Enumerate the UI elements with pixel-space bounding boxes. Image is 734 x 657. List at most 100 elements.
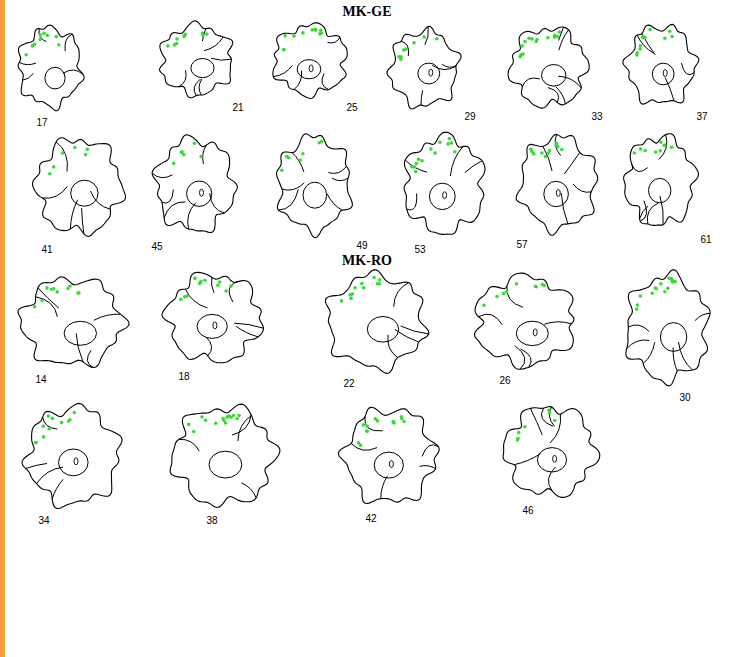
inner-structure: [303, 182, 327, 208]
inner-structure: [64, 321, 96, 345]
section-number: 18: [178, 372, 189, 382]
labelled-cell: [282, 48, 286, 52]
brain-outline: [22, 403, 122, 508]
sulcus-line: [273, 65, 292, 76]
labelled-cell: [351, 292, 355, 296]
labelled-cell: [643, 149, 647, 153]
labelled-cell: [172, 162, 176, 166]
labelled-cell: [547, 151, 551, 155]
animal-title: MK-GE: [343, 5, 392, 19]
sulcus-line: [558, 76, 581, 88]
section-number: 22: [343, 379, 354, 389]
brain-outline: [162, 272, 263, 362]
sulcus-line: [152, 173, 173, 178]
labelled-cell: [216, 283, 220, 287]
labelled-cell: [180, 151, 184, 155]
inner-structure: [418, 63, 440, 84]
labelled-cell: [450, 141, 454, 145]
labelled-cell: [359, 444, 363, 448]
brain-outline: [18, 277, 129, 368]
labelled-cell: [47, 427, 51, 431]
labelled-cell: [199, 280, 203, 284]
section-outline: [624, 134, 699, 226]
labelled-cell: [402, 420, 406, 424]
labelled-cell: [523, 425, 527, 429]
ventricle: [553, 455, 557, 462]
brain-outline: [18, 25, 84, 111]
section-outline: [387, 26, 461, 109]
labelled-cell: [214, 421, 218, 425]
labelled-cell: [376, 282, 380, 286]
labelled-cell: [448, 137, 452, 141]
labelled-cell: [420, 159, 424, 163]
labelled-cell: [422, 35, 426, 39]
labelled-cell: [314, 28, 318, 32]
brain-outline: [152, 135, 237, 233]
sulcus-line: [203, 145, 207, 164]
section-number: 46: [522, 506, 533, 516]
sulcus-line: [514, 454, 540, 465]
ventricle: [429, 69, 433, 76]
brain-outline: [508, 27, 589, 108]
sulcus-line: [65, 34, 72, 51]
sulcus-line: [232, 415, 251, 435]
labelled-cell: [301, 31, 305, 35]
labelled-cell: [232, 414, 236, 418]
labelled-cell: [670, 145, 674, 149]
brain-outline: [170, 404, 280, 507]
labelled-cell: [659, 141, 663, 145]
labelled-cell: [542, 284, 546, 288]
labelled-cell: [414, 170, 418, 174]
labelled-cell: [534, 285, 538, 289]
labelled-cell: [670, 35, 674, 39]
labelled-cell: [180, 150, 184, 154]
section-outline: [22, 403, 122, 508]
sulcus-line: [188, 203, 196, 229]
labelled-cell: [392, 420, 396, 424]
labelled-cell: [534, 40, 538, 44]
labelled-cell: [57, 43, 61, 47]
labelled-cell: [173, 43, 177, 47]
labelled-cell: [292, 34, 296, 38]
sulcus-line: [640, 206, 649, 219]
section-outline: [338, 407, 439, 503]
labelled-cell: [317, 141, 321, 145]
brain-outline: [475, 273, 574, 369]
labelled-cell: [639, 147, 643, 151]
sulcus-line: [659, 135, 667, 160]
inner-structure: [660, 323, 686, 352]
sulcus-line: [241, 483, 256, 498]
labelled-cell: [639, 294, 643, 298]
sulcus-line: [91, 191, 111, 209]
sulcus-line: [479, 314, 503, 325]
sulcus-line: [556, 87, 566, 104]
labelled-cell: [663, 37, 667, 41]
sulcus-line: [229, 282, 238, 303]
section-outline: [162, 272, 264, 362]
sulcus-line: [162, 190, 173, 204]
sulcus-line: [36, 297, 58, 317]
labelled-cell: [659, 282, 663, 286]
labelled-cell: [203, 279, 207, 283]
labelled-cell: [353, 286, 357, 290]
sulcus-line: [544, 322, 571, 324]
labelled-cell: [410, 165, 414, 169]
labelled-cell: [200, 415, 204, 419]
labelled-cell: [187, 423, 191, 427]
sulcus-line: [23, 73, 34, 80]
sulcus-line: [515, 346, 525, 370]
section-number: 41: [41, 245, 52, 255]
labelled-cell: [34, 441, 38, 445]
labelled-cell: [633, 151, 637, 155]
inner-structure: [367, 317, 398, 343]
ventricle: [389, 461, 393, 468]
section-outline: [170, 404, 280, 507]
labelled-cell: [184, 33, 188, 37]
sulcus-line: [39, 29, 46, 42]
sulcus-line: [199, 79, 202, 95]
labelled-cell: [285, 155, 289, 159]
labelled-cell: [415, 162, 419, 166]
labelled-cell: [42, 435, 46, 439]
inner-structure: [191, 59, 214, 78]
